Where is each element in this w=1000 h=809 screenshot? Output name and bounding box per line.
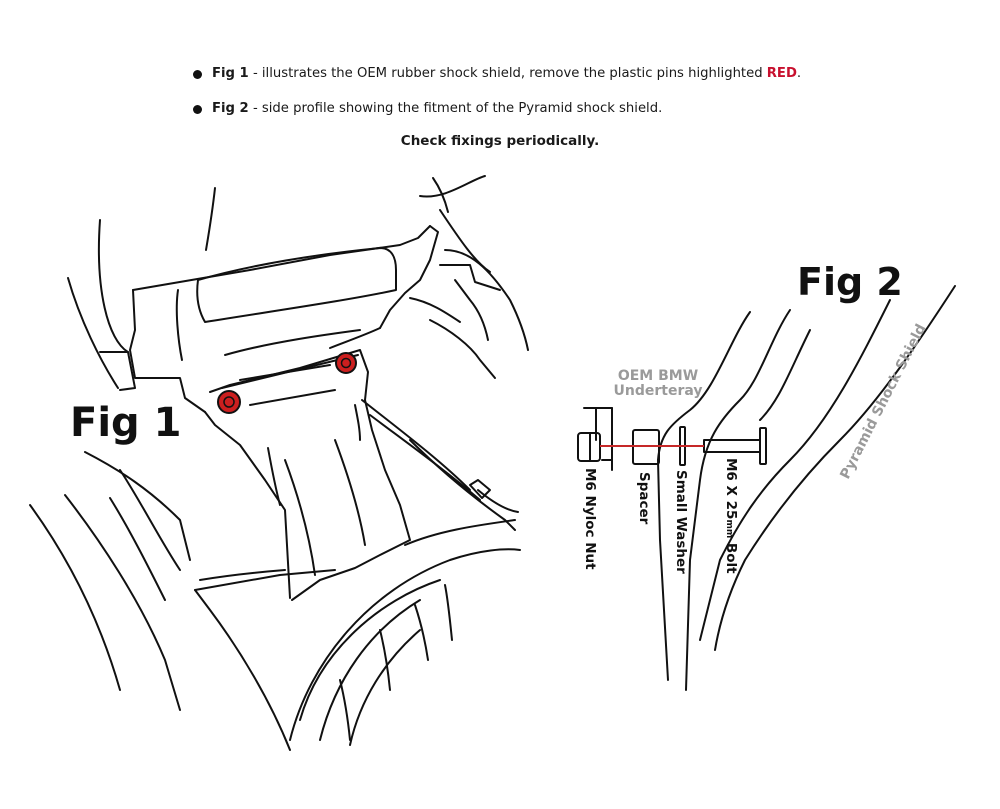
instructions-list: Fig 1 - illustrates the OEM rubber shock… — [193, 64, 953, 134]
instruction-end: . — [796, 66, 802, 81]
plastic-pin-inner — [223, 396, 235, 408]
fig1-red-pins — [217, 352, 357, 414]
oem-label-line1: OEM BMW — [618, 368, 698, 384]
oem-label-line2: Underteray — [614, 383, 703, 399]
footer-note: Check fixings periodically. — [400, 133, 600, 149]
part-label-washer: Small Washer — [673, 470, 689, 574]
shield-label: Pyramid Shock Shield — [837, 322, 929, 482]
part-label-spacer: Spacer — [636, 472, 652, 525]
instruction-fig1: Fig 1 - illustrates the OEM rubber shock… — [193, 64, 953, 84]
fig1-title: Fig 1 — [70, 400, 181, 446]
bullet-icon — [193, 70, 202, 79]
fig1-drawing — [29, 175, 529, 751]
bullet-icon — [193, 105, 202, 114]
plastic-pin-marker — [335, 352, 357, 374]
plastic-pin-inner — [340, 357, 352, 369]
highlight-text: RED — [766, 66, 797, 81]
fig2-title: Fig 2 — [797, 260, 903, 304]
instruction-text: - illustrates the OEM rubber shock shiel… — [248, 66, 767, 81]
instruction-label: Fig 1 — [212, 66, 249, 81]
instruction-text: - side profile showing the fitment of th… — [248, 101, 663, 116]
instruction-label: Fig 2 — [212, 101, 249, 116]
part-label-nut: M6 Nyloc Nut — [582, 468, 598, 570]
instruction-fig2: Fig 2 - side profile showing the fitment… — [193, 99, 953, 119]
fig2-part-labels: M6 Nyloc Nut Spacer Small Washer M6 X 25… — [582, 458, 739, 574]
part-label-bolt: M6 X 25mm Bolt — [723, 458, 739, 574]
plastic-pin-marker — [217, 390, 241, 414]
fig2-drawing — [577, 285, 956, 691]
